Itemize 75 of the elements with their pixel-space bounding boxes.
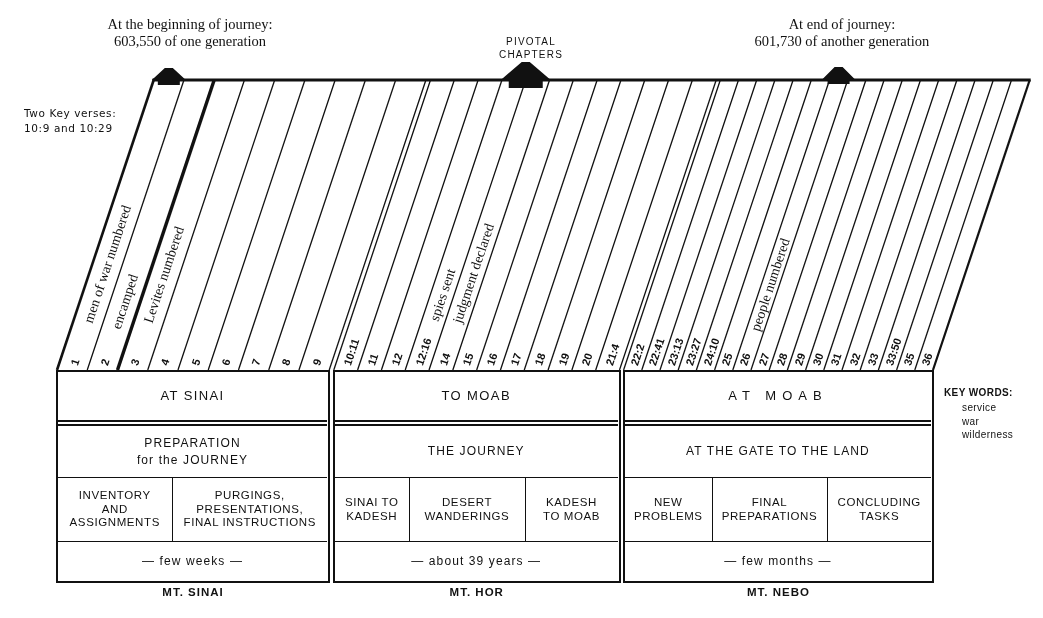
mountain-label: MT. SINAI — [162, 586, 224, 598]
chapter-number: 3 — [128, 357, 142, 368]
chapter-number: 35 — [901, 351, 917, 368]
chapter-number: 36 — [919, 351, 936, 368]
chapter-number: 11 — [365, 352, 381, 368]
chapter-number: 19 — [555, 351, 572, 368]
chapter-number: 12 — [389, 351, 405, 368]
theme-title: PREPARATION for the JOURNEY — [136, 435, 249, 468]
population-note: At end of journey: 601,730 of another generation — [754, 16, 930, 50]
segment-title: SINAI TO KADESH — [344, 495, 399, 524]
chapter-number: 14 — [436, 351, 453, 368]
segment-title: DESERT WANDERINGS — [424, 495, 510, 524]
chapter-note: encamped — [109, 272, 142, 331]
chapter-number: 5 — [189, 357, 203, 368]
theme-title: THE JOURNEY — [427, 443, 525, 460]
segment-cell — [171, 477, 327, 541]
duration-text: — few months — — [724, 553, 832, 569]
key-word: wilderness — [962, 428, 1014, 441]
key-verses-note: Two Key verses: 10:9 and 10:29 — [24, 106, 117, 136]
segment-cell — [408, 477, 525, 541]
chapter-number: 28 — [774, 351, 790, 368]
segment-title: INVENTORY AND ASSIGNMENTS — [69, 488, 160, 531]
chapter-number: 24:10 — [701, 336, 722, 368]
segment-title: PURGINGS, PRESENTATIONS, FINAL INSTRUCTIONS — [183, 488, 316, 531]
chapter-number: 26 — [737, 351, 754, 368]
chapter-number: 15 — [460, 351, 476, 368]
segment-cell — [711, 477, 827, 541]
chapter-number: 27 — [756, 351, 772, 368]
section-panel — [623, 370, 934, 583]
segment-title: NEW PROBLEMS — [633, 495, 703, 524]
chapter-number: 25 — [719, 351, 735, 368]
section-title: AT SINAI — [160, 388, 225, 404]
mountain-label: MT. HOR — [449, 586, 504, 598]
segment-cell — [524, 477, 618, 541]
key-word: service — [962, 401, 997, 414]
chapter-number: 1 — [68, 357, 82, 368]
duration-text: — few weeks — — [142, 553, 243, 569]
chapter-number: 32 — [847, 351, 863, 368]
chapter-number: 23:27 — [683, 336, 704, 368]
chapter-number: 30 — [810, 351, 826, 368]
chapter-number: 16 — [484, 351, 500, 368]
segment-title: CONCLUDING TASKS — [837, 495, 921, 524]
theme-title: AT THE GATE TO THE LAND — [686, 443, 870, 460]
chapter-number: 12:16 — [413, 336, 434, 368]
section-title: AT MOAB — [728, 388, 828, 404]
chapter-number: 7 — [249, 357, 263, 368]
chapter-number: 21:4 — [603, 342, 622, 368]
chapter-number: 4 — [158, 357, 173, 368]
section-panel — [56, 370, 330, 583]
chapter-number: 22:2 — [628, 342, 647, 368]
mountain-label: MT. NEBO — [747, 586, 810, 598]
chapter-number: 22:41 — [646, 336, 668, 368]
key-word: war — [962, 414, 980, 428]
chapter-number: 6 — [219, 357, 233, 368]
key-words-heading: KEY WORDS: — [944, 386, 1013, 399]
chapter-number: 29 — [792, 351, 808, 368]
chapter-number: 17 — [508, 351, 524, 368]
segment-title: KADESH TO MOAB — [543, 495, 600, 524]
pivotal-chapters-note: PIVOTAL CHAPTERS — [498, 35, 564, 61]
chapter-number: 31 — [828, 351, 845, 368]
duration-text: — about 39 years — — [411, 553, 542, 569]
section-panel — [333, 370, 621, 583]
chapter-number: 8 — [279, 357, 294, 368]
chapter-number: 33:50 — [883, 336, 904, 368]
chapter-number: 2 — [98, 357, 112, 368]
chapter-number: 10:11 — [341, 337, 362, 368]
chapter-number: 33 — [865, 351, 881, 368]
chapter-number: 9 — [309, 357, 324, 368]
chapter-number: 23:13 — [665, 336, 686, 368]
chapter-number: 18 — [532, 351, 548, 368]
segment-title: FINAL PREPARATIONS — [721, 495, 818, 524]
section-title: TO MOAB — [441, 388, 511, 404]
chapter-number: 20 — [579, 351, 595, 368]
segment-cell — [826, 477, 931, 541]
population-note: At the beginning of journey: 603,550 of one generation — [107, 16, 273, 50]
